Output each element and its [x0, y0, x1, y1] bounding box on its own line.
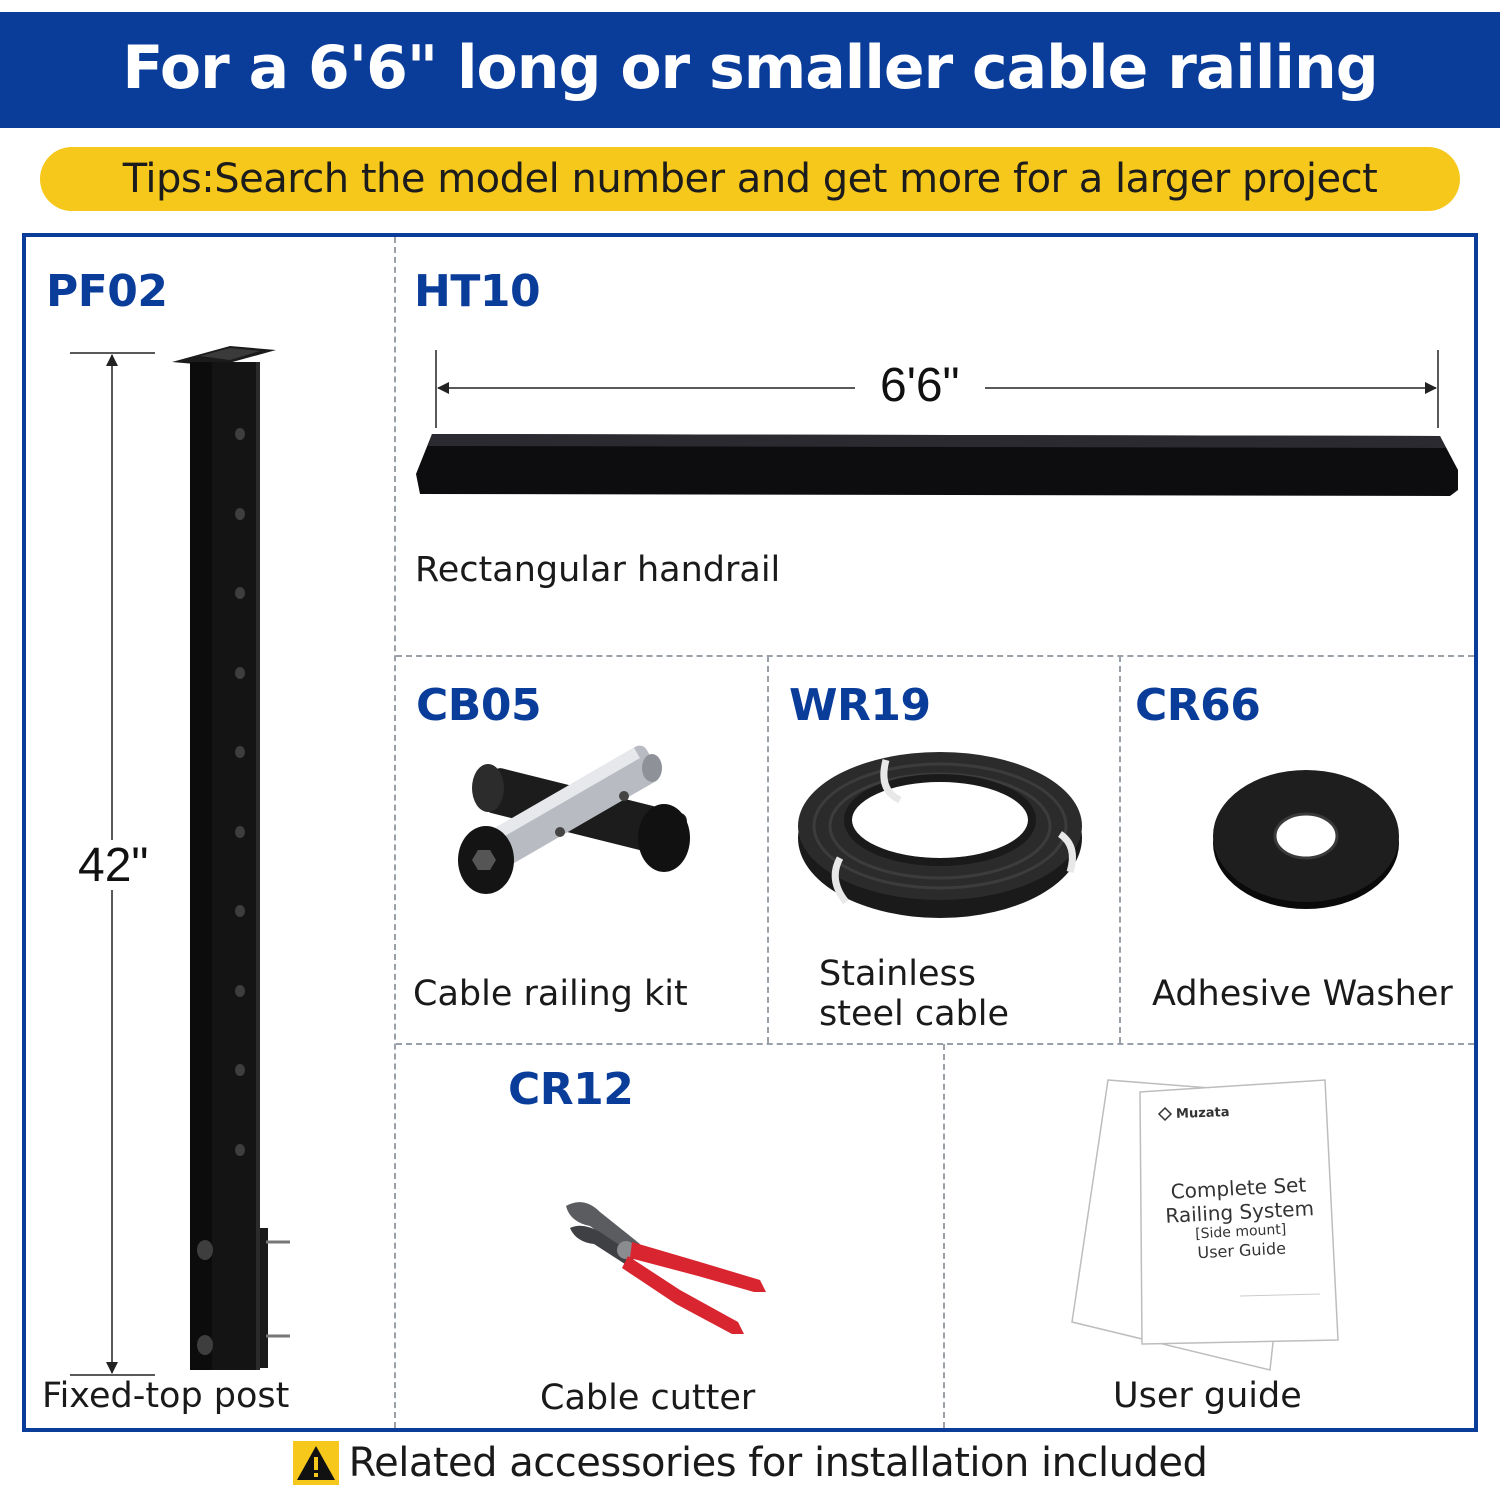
footer: Related accessories for installation inc…	[0, 1440, 1500, 1490]
product-frame	[22, 233, 1478, 1432]
guide-cover-text: Complete Set Railing System [Side mount]…	[1148, 1171, 1332, 1264]
cable-label-line2: steel cable	[819, 994, 1010, 1035]
divider-cable	[1119, 656, 1121, 1043]
post-label: Fixed-top post	[42, 1376, 290, 1416]
post-height: 42"	[78, 839, 149, 892]
divider-kit	[767, 656, 769, 1043]
handrail-code: HT10	[414, 266, 541, 317]
post-code: PF02	[46, 266, 168, 317]
cable-label: Stainless steel cable	[819, 954, 1009, 1035]
header-title: For a 6'6" long or smaller cable railing…	[122, 33, 1378, 215]
cable-label-line1: Stainless	[819, 954, 977, 994]
washer-code: CR66	[1135, 680, 1261, 731]
divider-cutter	[943, 1044, 945, 1428]
cable-cutter-image	[566, 1202, 766, 1334]
divider-middle	[396, 1043, 1474, 1045]
washer-image	[1213, 770, 1399, 909]
user-guide-image	[1071, 1079, 1339, 1371]
header-banner: For a 6'6" long or smaller cable railing…	[0, 12, 1500, 215]
guide-brand: Muzata	[1175, 1105, 1230, 1122]
cutter-code: CR12	[508, 1064, 634, 1115]
divider-handrail	[396, 655, 1474, 657]
warning-icon	[292, 1441, 339, 1485]
kit-code: CB05	[416, 680, 542, 731]
tips-banner: Tips:Search the model number and get mor…	[40, 147, 1460, 211]
tips-text: Tips:Search the model number and get mor…	[122, 156, 1378, 202]
handrail-dimension-line	[435, 350, 1439, 428]
divider-post	[394, 237, 396, 1428]
guide-label: User guide	[1113, 1376, 1302, 1416]
washer-label: Adhesive Washer	[1152, 974, 1453, 1014]
cable-code: WR19	[789, 680, 931, 731]
cable-kit-image	[458, 745, 690, 894]
post-image	[70, 346, 290, 1376]
handrail-image	[416, 434, 1458, 496]
footer-text: Related accessories for installation inc…	[348, 1440, 1208, 1486]
cutter-label: Cable cutter	[540, 1378, 756, 1418]
kit-label: Cable railing kit	[413, 974, 688, 1014]
cable-coil-image	[798, 752, 1082, 918]
handrail-label: Rectangular handrail	[415, 550, 781, 590]
handrail-length: 6'6"	[880, 359, 960, 412]
